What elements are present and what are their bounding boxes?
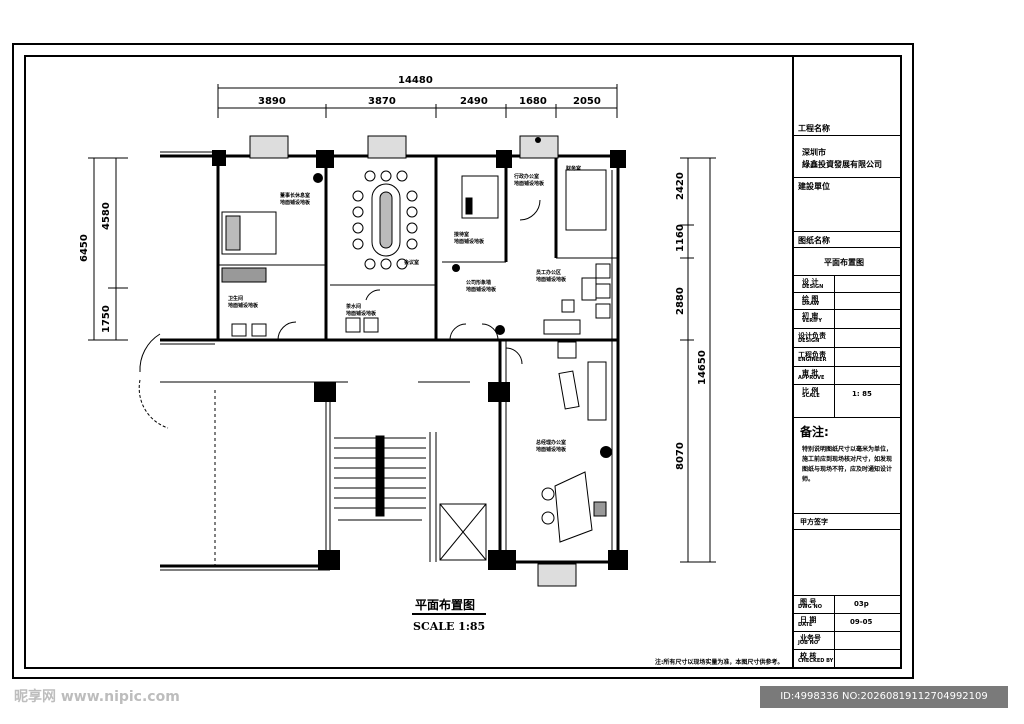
label-reception: 接待室	[453, 231, 469, 238]
tb-verify: 初 审	[802, 312, 819, 320]
tb-check-en: CHECKED BY	[798, 658, 834, 664]
dim-right-1: 2420	[675, 172, 686, 200]
elevator	[439, 503, 487, 561]
note-bathroom: 地面铺设地板	[228, 302, 259, 309]
drawing-title-underline	[412, 613, 486, 615]
note-reception: 地面铺设地板	[454, 238, 485, 245]
note-tea-room: 地面铺设地板	[346, 310, 377, 317]
tb-approve-en: APPROVE	[798, 375, 825, 381]
tb-job-label: 业务号	[800, 634, 821, 642]
watermark-left: 昵享网 www.nipic.com	[14, 689, 180, 705]
tb-build-unit: 建設單位	[798, 182, 830, 191]
tb-drawing-no-label: 图 号	[800, 598, 817, 606]
tb-date-en: DATE	[798, 622, 813, 628]
tb-approve: 审 批	[802, 369, 819, 377]
meeting-table	[352, 170, 418, 270]
drawing-scale: SCALE 1:85	[413, 620, 486, 633]
tb-scale-en: SCALE	[802, 393, 820, 399]
tb-project-label: 工程名称	[798, 124, 830, 133]
right-dimensions	[680, 157, 716, 563]
top-dimensions	[217, 84, 618, 118]
bed	[221, 211, 277, 283]
tb-design-lead-en: DESIGN	[798, 338, 820, 344]
title-block: 工程名称 深圳市 綠鑫投資發展有限公司 建設單位 图纸名称 平面布置图 设 计 …	[792, 55, 902, 669]
tb-check-label: 校 核	[800, 652, 817, 660]
dim-top-total: 14480	[398, 75, 433, 86]
outer-border	[12, 43, 914, 679]
tb-eng-lead: 工程负责	[798, 351, 826, 359]
tb-drawing-no: 03p	[854, 600, 869, 608]
tb-drawing-name: 平面布置图	[824, 258, 864, 267]
note-master-bedroom: 地面铺设地板	[280, 199, 311, 206]
dim-top-1: 3890	[258, 96, 286, 107]
footnote: 注:所有尺寸以现场实量为准，本图尺寸供参考。	[655, 659, 784, 666]
tb-drawing-name-label: 图纸名称	[798, 236, 830, 245]
label-staff-area: 员工办公区	[536, 269, 561, 276]
dim-right-2: 1160	[675, 224, 686, 252]
dim-top-4: 1680	[519, 96, 547, 107]
dim-top-2: 3870	[368, 96, 396, 107]
tb-notes-label: 备注:	[800, 425, 829, 439]
label-admin: 行政办公室	[513, 173, 539, 180]
note-company-front: 地面铺设地板	[466, 286, 497, 293]
tb-notes-text: 特别说明图纸尺寸以毫米为单位，施工前应到现场核对尺寸，如发现图纸与现场不符，应及…	[802, 446, 893, 483]
window-planters	[249, 135, 577, 587]
tb-design: 设 计	[802, 278, 819, 286]
walls	[160, 154, 620, 568]
tb-company-line2: 綠鑫投資發展有限公司	[802, 160, 882, 169]
tb-scale-value: 1: 85	[852, 390, 872, 398]
tb-draw-en: DRAW	[802, 301, 820, 307]
inner-border	[24, 55, 902, 669]
plants	[313, 137, 612, 458]
columns	[212, 150, 628, 570]
doors	[138, 199, 541, 429]
dim-top-3: 2490	[460, 96, 488, 107]
label-finance: 财务室	[565, 165, 581, 172]
label-gm-office: 总经理办公室	[536, 439, 566, 446]
dim-top-5: 2050	[573, 96, 601, 107]
label-master-bedroom: 董事长休息室	[280, 192, 310, 199]
desks	[231, 169, 611, 543]
dim-right-total: 14650	[697, 350, 708, 385]
tb-job-en: JOB NO	[798, 640, 819, 646]
tb-drawing-no-en: DWG NO	[798, 604, 822, 610]
dim-left-total: 6450	[79, 234, 90, 262]
label-tea-room: 茶水间	[345, 303, 361, 310]
tb-design-lead: 设计负责	[798, 332, 826, 340]
watermark-right: ID:4998336 NO:20260819112704992109	[760, 686, 1008, 708]
tb-draw: 绘 图	[802, 295, 819, 303]
dim-right-3: 2880	[675, 287, 686, 315]
label-bathroom: 卫生间	[228, 295, 243, 302]
tb-scale-label: 比 例	[802, 387, 819, 395]
drawing-title: 平面布置图	[415, 598, 476, 612]
tb-date-label: 日 期	[800, 616, 817, 624]
tb-date: 09-05	[850, 618, 873, 626]
label-meeting-room: 会议室	[403, 259, 419, 266]
staircase	[334, 435, 426, 517]
tb-company-line1: 深圳市	[802, 148, 826, 157]
tb-verify-en: VERIFY	[802, 318, 823, 324]
tb-client-sign: 甲方签字	[800, 518, 828, 526]
note-gm-office: 地面铺设地板	[536, 446, 567, 453]
tb-eng-lead-en: ENGINEER	[798, 357, 827, 363]
dim-left-2: 1750	[101, 305, 112, 333]
note-admin: 地面铺设地板	[514, 180, 545, 187]
label-company-front: 公司形象墙	[466, 279, 491, 286]
dim-right-4: 8070	[675, 442, 686, 470]
note-staff-area: 地面铺设地板	[536, 276, 567, 283]
left-dimensions	[88, 157, 128, 341]
dim-left-1: 4580	[101, 202, 112, 230]
tb-design-en: DESIGN	[802, 284, 824, 290]
